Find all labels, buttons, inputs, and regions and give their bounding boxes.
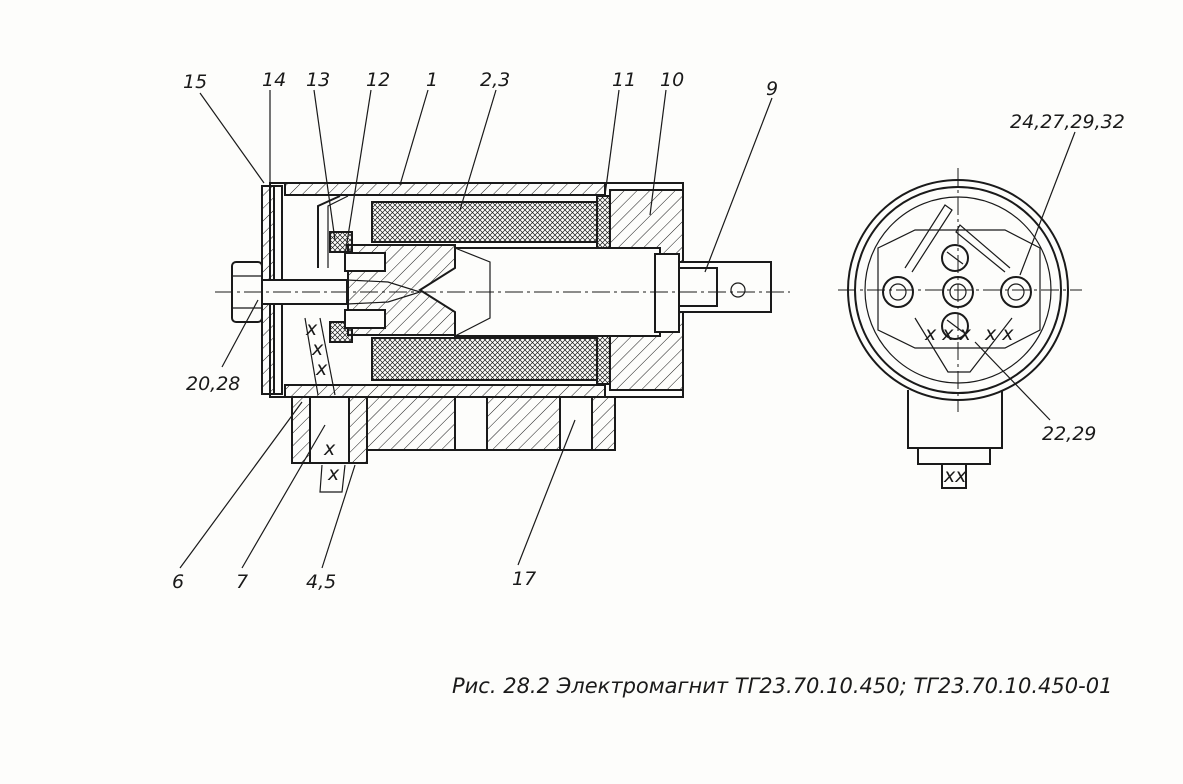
svg-text:x: x — [305, 318, 318, 340]
label-15: 15 — [183, 71, 207, 93]
label-12: 12 — [366, 69, 390, 91]
svg-text:x: x — [311, 338, 324, 360]
label-24-27-29-32: 24,27,29,32 — [1010, 111, 1125, 133]
label-7: 7 — [236, 571, 248, 593]
coil-bottom — [371, 337, 598, 381]
label-10: 10 — [660, 69, 684, 91]
label-22-29: 22,29 — [1042, 423, 1096, 445]
rod-hole — [730, 282, 746, 298]
label-1: 1 — [426, 69, 438, 91]
cable — [319, 464, 346, 493]
svg-text:x x: x x — [984, 323, 1014, 345]
label-4-5: 4,5 — [306, 571, 336, 593]
end-view: xx x x x x x — [838, 131, 1082, 489]
svg-text:x: x — [315, 358, 328, 380]
label-14: 14 — [262, 69, 286, 91]
svg-text:x: x — [323, 438, 336, 460]
label-6: 6 — [172, 571, 184, 593]
label-2-3: 2,3 — [480, 69, 510, 91]
label-17: 17 — [512, 568, 536, 590]
svg-text:x: x — [327, 463, 340, 485]
figure-caption: Рис. 28.2 Электромагнит ТГ23.70.10.450; … — [452, 674, 1112, 698]
section-view: x x x x x — [179, 89, 790, 569]
svg-text:xx: xx — [943, 465, 967, 487]
terminal-block — [877, 229, 1041, 349]
armature-collar — [654, 253, 680, 333]
svg-text:x x x: x x x — [924, 323, 972, 345]
lead-wire — [317, 195, 341, 268]
coil-top — [371, 201, 598, 243]
label-11: 11 — [612, 69, 636, 91]
terminal-right — [1000, 276, 1032, 308]
label-20-28: 20,28 — [186, 373, 240, 395]
housing-top-wall — [284, 182, 606, 196]
end-view-gland — [907, 390, 1003, 449]
terminal-left — [882, 276, 914, 308]
label-9: 9 — [766, 78, 778, 100]
label-13: 13 — [306, 69, 330, 91]
